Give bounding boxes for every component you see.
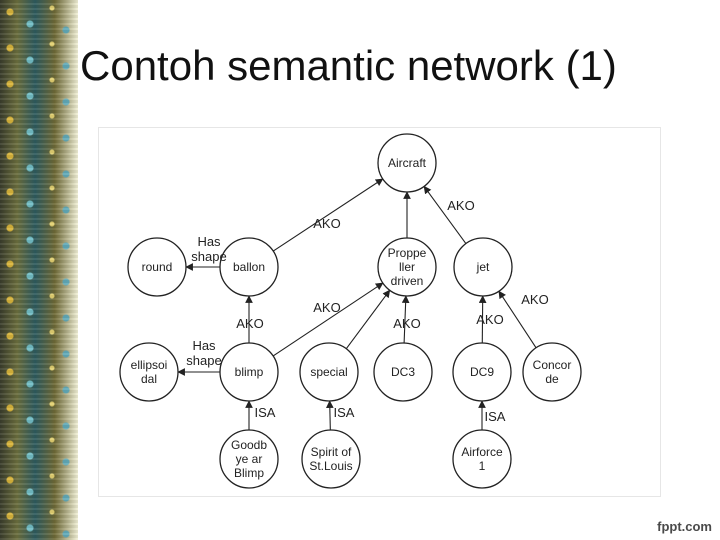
node-goodbye-label: Blimp bbox=[234, 466, 264, 480]
edge-label-ako-dc9-jet: AKO bbox=[476, 312, 503, 327]
node-dc9: DC9 bbox=[452, 342, 512, 402]
node-spirit-circle bbox=[301, 429, 361, 489]
node-propeller-label: Proppe bbox=[388, 246, 427, 260]
node-dc9-circle bbox=[452, 342, 512, 402]
edge-special-to-propeller bbox=[345, 289, 391, 350]
node-blimp-label: blimp bbox=[235, 365, 264, 379]
edge-label-ako-ballon-aircraft: AKO bbox=[313, 216, 340, 231]
node-special-circle bbox=[299, 342, 359, 402]
edge-concorde-to-jet bbox=[498, 290, 537, 349]
node-round: round bbox=[127, 237, 187, 297]
edge-label-ako-blimp-ballon: AKO bbox=[236, 316, 263, 331]
node-propeller-label: ller bbox=[399, 260, 415, 274]
node-spirit-label: St.Louis bbox=[309, 459, 352, 473]
node-round-circle bbox=[127, 237, 187, 297]
node-ellipsoidal-circle bbox=[119, 342, 179, 402]
edge-dc3-to-propeller bbox=[401, 295, 410, 344]
node-jet-label: jet bbox=[476, 260, 490, 274]
node-propeller-label: driven bbox=[391, 274, 424, 288]
node-ballon-circle bbox=[219, 237, 279, 297]
edge-blimp-to-propeller bbox=[272, 282, 384, 357]
node-special-label: special bbox=[310, 365, 347, 379]
node-blimp: blimp bbox=[219, 342, 279, 402]
edge-ballon-to-aircraft bbox=[272, 178, 384, 252]
node-airforce-label: Airforce bbox=[461, 445, 503, 459]
node-ellipsoidal-label: dal bbox=[141, 372, 157, 386]
edge-jet-to-aircraft bbox=[423, 185, 467, 244]
edge-label-has-shape-top: shape bbox=[191, 249, 226, 264]
node-special: special bbox=[299, 342, 359, 402]
node-aircraft: Aircraft bbox=[377, 133, 437, 193]
node-aircraft-circle bbox=[377, 133, 437, 193]
footer-logo: fppt.com bbox=[657, 519, 712, 534]
node-concorde-circle bbox=[522, 342, 582, 402]
edge-label-isa-goodbye: ISA bbox=[255, 405, 276, 420]
node-blimp-circle bbox=[219, 342, 279, 402]
node-airforce-label: 1 bbox=[479, 459, 486, 473]
node-goodbye-circle bbox=[219, 429, 279, 489]
node-round-label: round bbox=[142, 260, 173, 274]
node-goodbye-label: Goodb bbox=[231, 438, 267, 452]
slide-title: Contoh semantic network (1) bbox=[80, 42, 617, 89]
node-dc3-circle bbox=[373, 342, 433, 402]
edge-spirit-to-special bbox=[325, 400, 334, 431]
node-ballon: ballon bbox=[219, 237, 279, 297]
node-goodbye-label: ye ar bbox=[236, 452, 263, 466]
edge-label-ako-concorde-jet: AKO bbox=[521, 292, 548, 307]
node-ballon-label: ballon bbox=[233, 260, 265, 274]
node-jet-circle bbox=[453, 237, 513, 297]
edge-label-ako-dc3-propeller: AKO bbox=[393, 316, 420, 331]
node-airforce-circle bbox=[452, 429, 512, 489]
node-dc3-label: DC3 bbox=[391, 365, 415, 379]
edge-label-ako-special-propeller: AKO bbox=[313, 300, 340, 315]
node-concorde-label: de bbox=[545, 372, 559, 386]
edge-label-isa-airforce: ISA bbox=[485, 409, 506, 424]
edge-label-has-shape-bottom: shape bbox=[186, 353, 221, 368]
edge-label-isa-spirit: ISA bbox=[334, 405, 355, 420]
edge-label-has-shape-top: Has bbox=[197, 234, 221, 249]
node-aircraft-label: Aircraft bbox=[388, 156, 427, 170]
edge-label-has-shape-bottom: Has bbox=[192, 338, 216, 353]
node-jet: jet bbox=[453, 237, 513, 297]
node-dc9-label: DC9 bbox=[470, 365, 494, 379]
node-propeller-circle bbox=[377, 237, 437, 297]
decorative-side-strip bbox=[0, 0, 78, 540]
node-spirit-label: Spirit of bbox=[311, 445, 352, 459]
node-dc3: DC3 bbox=[373, 342, 433, 402]
node-ellipsoidal-label: ellipsoi bbox=[131, 358, 168, 372]
edge-label-ako-jet-aircraft: AKO bbox=[447, 198, 474, 213]
node-concorde-label: Concor bbox=[533, 358, 572, 372]
